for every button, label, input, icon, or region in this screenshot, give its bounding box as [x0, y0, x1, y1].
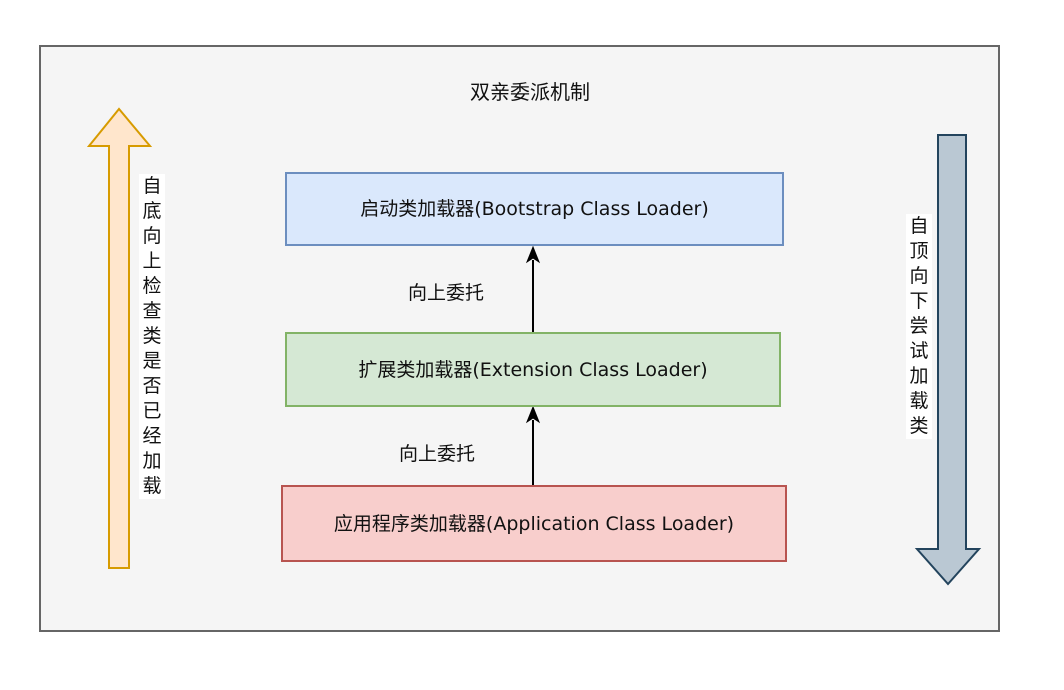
application-loader-box: 应用程序类加载器(Application Class Loader) [281, 485, 787, 562]
diagram-title: 双亲委派机制 [470, 80, 590, 104]
vertical-label-char: 顶 [909, 240, 929, 262]
bootstrap-loader-box: 启动类加载器(Bootstrap Class Loader) [285, 172, 784, 246]
vertical-label-char: 试 [909, 340, 929, 362]
delegate-label-upper: 向上委托 [408, 282, 485, 304]
vertical-label-char: 向 [142, 225, 162, 247]
vertical-label-char: 自 [142, 175, 162, 197]
vertical-label-char: 自 [909, 215, 929, 237]
vertical-label-char: 已 [142, 400, 162, 422]
extension-loader-box: 扩展类加载器(Extension Class Loader) [285, 332, 781, 407]
vertical-label-char: 载 [142, 475, 162, 497]
vertical-label-char: 尝 [909, 315, 929, 337]
vertical-label-char: 载 [909, 390, 929, 412]
delegate-arrow-upper-icon [525, 245, 541, 332]
vertical-label-char: 检 [142, 275, 162, 297]
vertical-label-char: 否 [142, 375, 162, 397]
vertical-label-char: 加 [909, 365, 929, 387]
vertical-label-char: 下 [909, 290, 929, 312]
extension-loader-label: 扩展类加载器(Extension Class Loader) [358, 358, 708, 381]
top-down-arrow-icon [914, 134, 982, 586]
bottom-up-arrow-icon [86, 107, 153, 569]
vertical-label-char: 经 [142, 425, 162, 447]
delegate-label-lower: 向上委托 [399, 443, 476, 465]
vertical-label-char: 类 [909, 415, 929, 437]
top-down-load-label: 自顶向下尝试加载类 [906, 214, 932, 439]
vertical-label-char: 加 [142, 450, 162, 472]
vertical-label-char: 上 [142, 250, 162, 272]
vertical-label-char: 底 [142, 200, 162, 222]
delegate-arrow-lower-icon [525, 405, 541, 485]
bottom-up-check-label: 自底向上检查类是否已经加载 [139, 174, 165, 499]
application-loader-label: 应用程序类加载器(Application Class Loader) [333, 512, 735, 535]
vertical-label-char: 类 [142, 325, 162, 347]
vertical-label-char: 向 [909, 265, 929, 287]
vertical-label-char: 是 [142, 350, 162, 372]
bootstrap-loader-label: 启动类加载器(Bootstrap Class Loader) [360, 198, 709, 220]
vertical-label-char: 查 [142, 300, 162, 322]
